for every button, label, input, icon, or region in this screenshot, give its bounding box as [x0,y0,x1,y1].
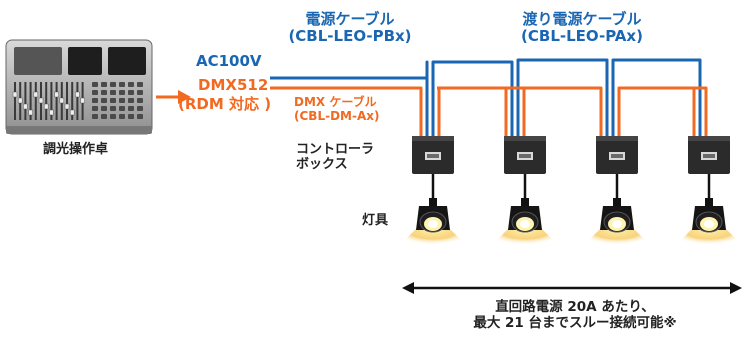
light-beam-1 [399,222,467,246]
ac-voltage-label: AC100V [196,52,262,70]
dmx-cable-label: DMX ケーブル (CBL-DM-Ax) [294,95,380,124]
unit-4 [675,136,743,246]
note-label-line1: 直回路電源 20A あたり、 [495,299,655,315]
unit-2 [491,136,559,246]
power-cable-lines [270,58,702,137]
power-cable-label-line1: 電源ケーブル [305,10,395,28]
dmx-arrow [156,90,191,104]
dmx-label: DMX512 [198,76,269,94]
console-label: 調光操作卓 [43,142,109,157]
dmx-cable-lines [270,86,708,137]
range-arrow [402,282,742,294]
control-box-label-line2: ボックス [296,156,348,172]
light-beam-3 [583,222,651,246]
dmx-cable-label-line2: (CBL-DM-Ax) [294,108,380,123]
jumper-power-cable-label-line1: 渡り電源ケーブル [522,10,642,28]
light-beam-2 [491,222,559,246]
dmx-cable-label-line1: DMX ケーブル [294,95,377,109]
jumper-power-cable-label-line2: (CBL-LEO-PAx) [521,27,643,46]
console-buttons [92,82,143,119]
light-beam-4 [675,222,743,246]
control-box-label-line1: コントローラ [296,142,375,157]
console-faders [12,82,85,120]
lighting-console-icon [5,39,153,135]
unit-3 [583,136,651,246]
power-cable-label-line2: (CBL-LEO-PBx) [288,27,412,46]
rdm-label: (RDM 対応 ) [178,95,272,113]
control-box-label: コントローラ ボックス [296,142,375,173]
jumper-power-cable-label: 渡り電源ケーブル (CBL-LEO-PAx) [492,10,672,46]
unit-1 [399,136,467,246]
power-cable-label: 電源ケーブル (CBL-LEO-PBx) [280,10,420,46]
fixture-label: 灯具 [362,213,389,228]
note-label-line2: 最大 21 台までスルー接続可能※ [473,314,677,331]
note-label: 直回路電源 20A あたり、 最大 21 台までスルー接続可能※ [420,299,730,331]
units-group [399,136,743,246]
